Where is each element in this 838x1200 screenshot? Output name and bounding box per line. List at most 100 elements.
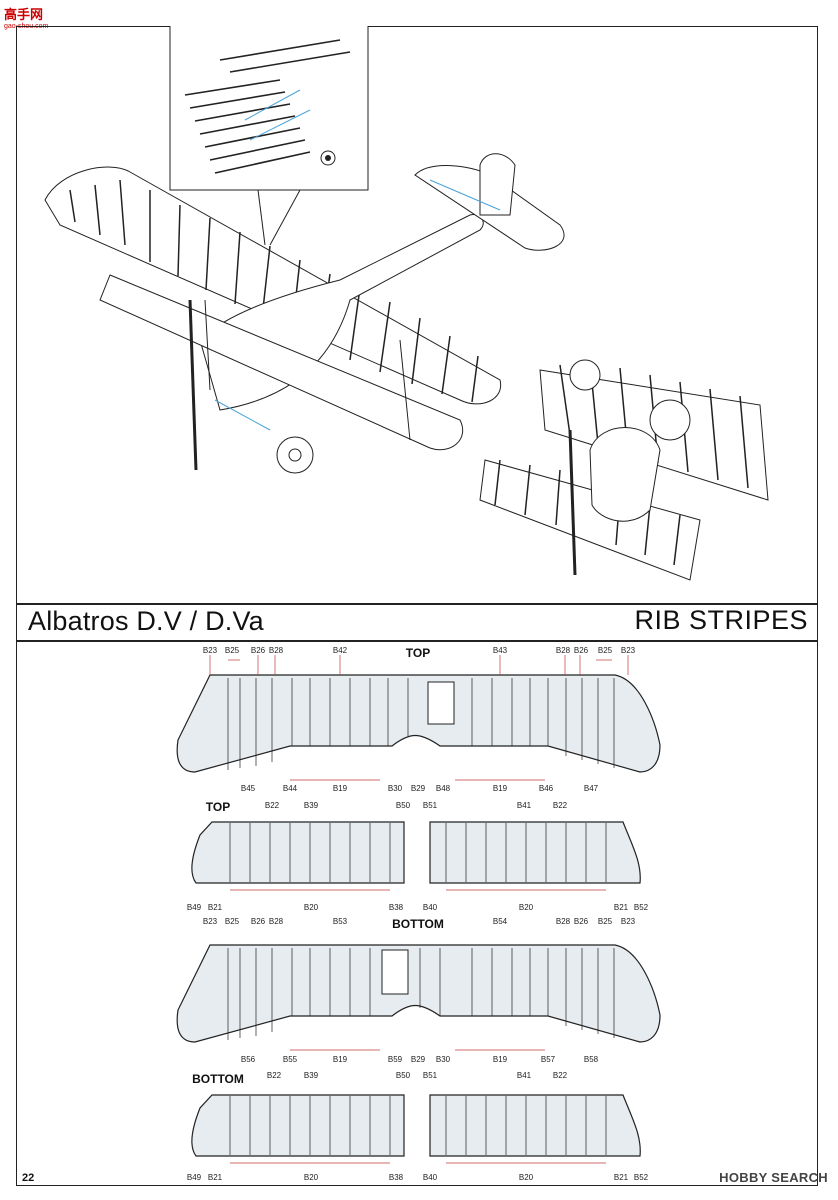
part-label: B42: [333, 646, 348, 655]
panel-heading: BOTTOM: [192, 1072, 244, 1086]
part-label: B23: [203, 646, 218, 655]
part-label: B20: [304, 903, 319, 912]
part-label: B51: [423, 1071, 438, 1080]
part-label: B43: [493, 646, 508, 655]
wing-outline-left: [191, 821, 405, 884]
watermark: HOBBY SEARCH: [719, 1170, 828, 1185]
part-label: B41: [517, 1071, 532, 1080]
part-label: B25: [598, 646, 613, 655]
part-label: B59: [388, 1055, 403, 1064]
part-label: B57: [541, 1055, 556, 1064]
part-label: B28: [269, 646, 284, 655]
part-label: B29: [411, 784, 426, 793]
wing-outline-left: [191, 1094, 405, 1157]
part-label: B46: [539, 784, 554, 793]
aircraft-illustration: [44, 26, 769, 581]
part-label: B28: [556, 917, 571, 926]
part-label: B39: [304, 801, 319, 810]
panel-heading: TOP: [406, 646, 430, 660]
wing-outline-right: [429, 1094, 641, 1157]
part-label: B38: [389, 903, 404, 912]
page-title: Albatros D.V / D.Va: [28, 606, 264, 636]
callout-lines: [209, 655, 629, 781]
part-label: B40: [423, 1173, 438, 1182]
part-label: B50: [396, 1071, 411, 1080]
part-label: B56: [241, 1055, 256, 1064]
rib-stripes: [229, 823, 607, 882]
part-label: B30: [436, 1055, 451, 1064]
part-label: B21: [614, 903, 629, 912]
part-label: B44: [283, 784, 298, 793]
part-label: B25: [225, 917, 240, 926]
cutout: [427, 681, 455, 725]
part-label: B39: [304, 1071, 319, 1080]
rib-stripes: [227, 678, 615, 770]
panel-heading: TOP: [206, 800, 230, 814]
site-logo-text: 高手网: [4, 7, 44, 22]
wing-outline: [176, 944, 661, 1043]
section-divider: [16, 603, 818, 605]
aircraft-front-view: [479, 359, 769, 581]
page-frame: [16, 26, 818, 1186]
part-label: B28: [556, 646, 571, 655]
part-label: B26: [574, 646, 589, 655]
part-label: B47: [584, 784, 599, 793]
lower-wing-top-panel: TOP: [191, 800, 641, 891]
part-label: B20: [304, 1173, 319, 1182]
part-label: B21: [208, 1173, 223, 1182]
title-divider: [16, 640, 818, 642]
part-label: B51: [423, 801, 438, 810]
part-label: B22: [267, 1071, 282, 1080]
part-label: B58: [584, 1055, 599, 1064]
lower-wing-bottom-panel: BOTTOM: [191, 1072, 641, 1164]
part-label: B48: [436, 784, 451, 793]
part-label: B49: [187, 1173, 202, 1182]
section-title: RIB STRIPES: [634, 605, 808, 635]
part-label: B52: [634, 903, 649, 912]
part-label: B54: [493, 917, 508, 926]
part-label: B23: [621, 917, 636, 926]
rib-stripes: [227, 948, 615, 1040]
part-label: B55: [283, 1055, 298, 1064]
upper-wing-top-panel: TOP: [176, 646, 661, 781]
part-label: B45: [241, 784, 256, 793]
part-label: B19: [333, 784, 348, 793]
wing-diagrams: TOP TOP BOTTOM: [176, 646, 661, 1182]
part-label: B26: [251, 917, 266, 926]
part-label: B40: [423, 903, 438, 912]
part-label: B50: [396, 801, 411, 810]
part-label: B26: [251, 646, 266, 655]
part-label: B30: [388, 784, 403, 793]
part-label: B23: [621, 646, 636, 655]
part-label: B26: [574, 917, 589, 926]
part-label: B20: [519, 1173, 534, 1182]
detail-inset: [169, 26, 369, 246]
part-label: B53: [333, 917, 348, 926]
part-label: B52: [634, 1173, 649, 1182]
part-label: B19: [493, 1055, 508, 1064]
cutout: [381, 949, 409, 995]
part-label: B20: [519, 903, 534, 912]
wing-outline-right: [429, 821, 641, 884]
part-label: B22: [265, 801, 280, 810]
part-label: B19: [333, 1055, 348, 1064]
rib-stripes: [229, 1096, 607, 1155]
panel-heading: BOTTOM: [392, 917, 444, 931]
part-label: B19: [493, 784, 508, 793]
page-number: 22: [22, 1172, 35, 1184]
part-label: B25: [225, 646, 240, 655]
wing-outline: [176, 674, 661, 773]
part-label: B21: [614, 1173, 629, 1182]
aircraft-main: [44, 153, 565, 474]
part-label: B22: [553, 801, 568, 810]
part-label: B23: [203, 917, 218, 926]
part-label: B25: [598, 917, 613, 926]
part-label: B38: [389, 1173, 404, 1182]
part-label: B41: [517, 801, 532, 810]
part-label: B22: [553, 1071, 568, 1080]
part-label: B21: [208, 903, 223, 912]
part-label: B49: [187, 903, 202, 912]
upper-wing-bottom-panel: BOTTOM: [176, 917, 661, 1051]
part-label: B28: [269, 917, 284, 926]
